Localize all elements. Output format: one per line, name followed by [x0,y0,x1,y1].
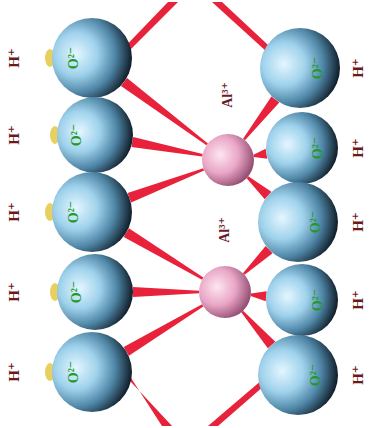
bond-wedge [124,228,204,279]
oxygen-sphere: O²⁻ [57,97,133,173]
oxygen-sphere: O²⁻ [57,254,133,330]
ion-label: H⁺ [7,362,22,382]
ion-label: O²⁻ [311,137,325,159]
oxygen-sphere: O²⁻ [52,332,132,412]
ion-label: O²⁻ [311,289,325,311]
ion-label: H⁺ [351,290,366,310]
ion-label: H⁺ [351,58,366,78]
ion-label: O²⁻ [309,364,323,386]
oxygen-sphere: O²⁻ [266,112,338,184]
bond-wedge [116,2,282,426]
ion-label: O²⁻ [309,211,323,233]
oxygen-sphere: O²⁻ [258,335,338,415]
ion-label: O²⁻ [67,361,81,383]
ion-label: H⁺ [351,138,366,158]
oxygen-sphere: O²⁻ [266,264,338,336]
oxygen-sphere: O²⁻ [52,172,132,252]
ion-label: Al³⁺ [218,217,232,243]
bond-wedge [131,137,202,156]
oxygen-sphere: O²⁻ [258,182,338,262]
ion-label: H⁺ [7,202,22,222]
ion-label: H⁺ [351,212,366,232]
ion-label: O²⁻ [67,47,81,69]
ion-label: H⁺ [351,365,366,385]
bond-wedge [124,304,204,355]
ion-label: O²⁻ [70,124,84,146]
ion-label: O²⁻ [70,281,84,303]
oxygen-sphere: O²⁻ [52,18,132,98]
bond-wedge [243,246,273,275]
bond-wedge [251,291,267,301]
ion-label: O²⁻ [67,201,81,223]
ion-label: Al³⁺ [221,82,235,108]
oxygen-sphere: O²⁻ [260,28,340,108]
aluminium-sphere: Al³⁺ [199,266,251,318]
bond-wedge [128,168,205,202]
ion-label: H⁺ [7,125,22,145]
ion-label: H⁺ [7,48,22,68]
ion-label: O²⁻ [311,57,325,79]
ion-label: H⁺ [7,282,22,302]
bond-wedge [121,78,208,145]
aluminium-sphere: Al³⁺ [202,134,254,186]
bond-wedge [133,287,199,297]
